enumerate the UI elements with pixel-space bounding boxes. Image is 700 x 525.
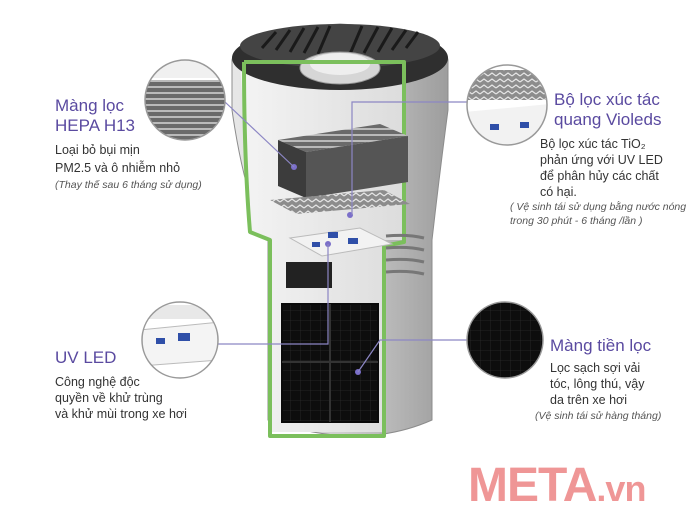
photocatalyst-title-line2: quang Violeds (554, 110, 662, 129)
uvled-title: UV LED (55, 348, 117, 367)
photocatalyst-note-line2: trong 30 phút - 6 tháng /lần ) (510, 215, 643, 227)
prefilter-zoom-callout (466, 301, 544, 379)
uvled-desc-line3: và khử mùi trong xe hơi (55, 407, 187, 421)
watermark-brand: META (468, 459, 597, 512)
photocatalyst-zoom-callout (466, 64, 548, 146)
uvled-desc-line2: quyền về khử trùng (55, 391, 163, 405)
prefilter-desc-line3: da trên xe hơi (550, 393, 627, 407)
hepa-note: (Thay thế sau 6 tháng sử dụng) (55, 179, 202, 191)
photocatalyst-desc-line3: để phân hủy các chất (540, 169, 659, 183)
photocatalyst-desc-line4: có hại. (540, 185, 577, 199)
prefilter-note: (Vệ sinh tái sử hàng tháng) (535, 410, 662, 422)
uvled-desc-line1: Công nghệ độc (55, 375, 140, 389)
meta-watermark: META.vn (468, 458, 646, 513)
uv-led-zoom-callout (141, 301, 219, 379)
photocatalyst-title-line1: Bộ lọc xúc tác (554, 90, 660, 109)
hepa-filter-block (278, 124, 408, 198)
photocatalyst-desc-line1: Bộ lọc xúc tác TiO₂ (540, 137, 646, 151)
cutaway-frame (242, 60, 406, 438)
photocatalyst-note-line1: ( Vệ sinh tái sử dụng bằng nước nóng (510, 201, 687, 213)
watermark-suffix: .vn (596, 468, 646, 509)
side-vents (385, 233, 425, 276)
prefilter-title: Màng tiền lọc (550, 336, 652, 355)
hepa-title-line2: HEPA H13 (55, 116, 136, 135)
hepa-title-line1: Màng lọc (55, 96, 124, 115)
hepa-zoom-callout (144, 59, 226, 141)
pre-filter-panel (281, 303, 379, 423)
leader-lines (218, 101, 467, 373)
dark-chamber (286, 262, 332, 288)
photocatalyst-desc-line2: phản ứng với UV LED (540, 153, 663, 167)
hepa-desc-line1: Loại bỏ bụi mịn (55, 143, 140, 157)
prefilter-desc-line2: tóc, lông thú, vậy (550, 377, 645, 391)
prefilter-desc-line1: Lọc sạch sợi vải (550, 361, 641, 375)
top-cap (232, 24, 448, 90)
uv-led-plate (288, 227, 394, 257)
hepa-desc-line2: PM2.5 và ô nhiễm nhỏ (55, 161, 181, 175)
